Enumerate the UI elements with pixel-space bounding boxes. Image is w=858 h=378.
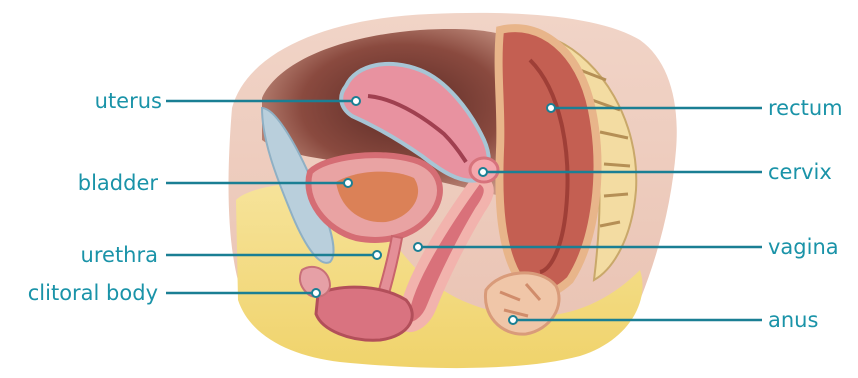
label-anus: anus [768,308,818,332]
leader-dot-vagina [414,243,422,251]
label-clitoral-body: clitoral body [28,281,158,305]
label-rectum: rectum [768,96,843,120]
label-urethra: urethra [81,243,158,267]
label-cervix: cervix [768,160,832,184]
label-vagina: vagina [768,235,839,259]
leader-dot-urethra [373,251,381,259]
leader-dot-cervix [479,168,487,176]
leader-dot-bladder [344,179,352,187]
anal-sphincter [485,273,559,334]
label-bladder: bladder [78,171,158,195]
label-uterus: uterus [95,89,162,113]
leader-dot-clitoral-body [312,289,320,297]
leader-dot-uterus [352,97,360,105]
leader-dot-anus [509,316,517,324]
leader-dot-rectum [547,104,555,112]
